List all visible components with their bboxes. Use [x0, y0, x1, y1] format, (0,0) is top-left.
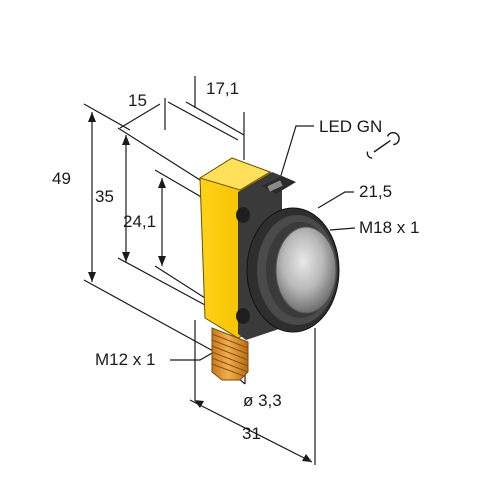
- wrench-size-label: 21,5: [359, 182, 393, 201]
- wrench-icon: [366, 131, 400, 159]
- dim-label-17-1: 17,1: [206, 79, 240, 98]
- m12-thread-label: M12 x 1: [95, 350, 156, 369]
- hole-diameter-label: ø 3,3: [243, 391, 282, 410]
- lens: [275, 226, 337, 314]
- mounting-hole-top: [236, 207, 250, 223]
- led-label: LED GN: [319, 117, 383, 136]
- dim-label-35: 35: [95, 187, 114, 206]
- housing-top: [198, 157, 272, 191]
- dim-label-49: 49: [52, 169, 71, 188]
- m18-thread-label: M18 x 1: [359, 218, 420, 237]
- sensor-body: [198, 157, 340, 381]
- mounting-hole-bottom: [236, 308, 250, 324]
- arrow-heads: [88, 112, 312, 462]
- dimension-lines: [83, 76, 356, 465]
- dim-label-15: 15: [128, 91, 147, 110]
- dim-label-24-1: 24,1: [123, 212, 157, 231]
- dim-label-31: 31: [242, 424, 261, 443]
